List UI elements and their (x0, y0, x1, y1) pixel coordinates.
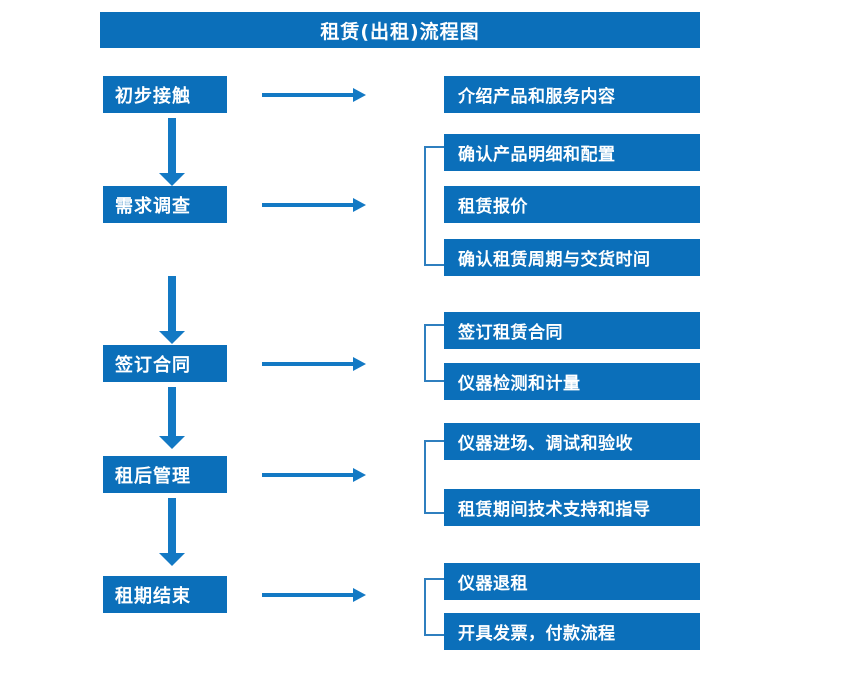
stage-box-1[interactable]: 初步接触 (103, 76, 227, 113)
stage-box-3[interactable]: 签订合同 (103, 345, 227, 382)
arrow-head-icon (159, 173, 185, 186)
arrow-head-icon (159, 331, 185, 344)
detail-box-2-3[interactable]: 确认租赁周期与交货时间 (444, 239, 700, 276)
stage-box-5[interactable]: 租期结束 (103, 576, 227, 613)
detail-box-3-2[interactable]: 仪器检测和计量 (444, 363, 700, 400)
arrow-stem (168, 118, 176, 173)
detail-box-2-2[interactable]: 租赁报价 (444, 186, 700, 223)
arrow-stem (168, 498, 176, 553)
arrow-stem (262, 93, 354, 97)
arrow-head-icon (353, 357, 366, 371)
detail-box-3-1[interactable]: 签订租赁合同 (444, 312, 700, 349)
arrow-head-icon (353, 198, 366, 212)
flow-arrow-right-5 (262, 588, 366, 602)
arrow-head-icon (353, 88, 366, 102)
detail-box-4-1[interactable]: 仪器进场、调试和验收 (444, 423, 700, 460)
group-bracket-2 (424, 146, 444, 266)
arrow-head-icon (159, 436, 185, 449)
flow-arrow-down-4 (159, 498, 185, 566)
flow-arrow-right-1 (262, 88, 366, 102)
flow-arrow-down-1 (159, 118, 185, 186)
arrow-stem (262, 473, 354, 477)
detail-box-2-1[interactable]: 确认产品明细和配置 (444, 134, 700, 171)
arrow-head-icon (159, 553, 185, 566)
arrow-stem (262, 203, 354, 207)
arrow-stem (262, 593, 354, 597)
arrow-stem (168, 387, 176, 436)
stage-box-4[interactable]: 租后管理 (103, 456, 227, 493)
group-bracket-3 (424, 324, 444, 382)
arrow-head-icon (353, 588, 366, 602)
arrow-head-icon (353, 468, 366, 482)
detail-box-4-2[interactable]: 租赁期间技术支持和指导 (444, 489, 700, 526)
flow-arrow-right-4 (262, 468, 366, 482)
arrow-stem (168, 276, 176, 331)
flow-arrow-down-2 (159, 276, 185, 344)
stage-box-2[interactable]: 需求调查 (103, 186, 227, 223)
flow-arrow-right-3 (262, 357, 366, 371)
flow-arrow-right-2 (262, 198, 366, 212)
flow-arrow-down-3 (159, 387, 185, 449)
detail-box-5-1[interactable]: 仪器退租 (444, 563, 700, 600)
group-bracket-4 (424, 440, 444, 514)
group-bracket-5 (424, 578, 444, 636)
diagram-title: 租赁(出租)流程图 (100, 12, 700, 48)
detail-box-5-2[interactable]: 开具发票，付款流程 (444, 613, 700, 650)
detail-box-1-1[interactable]: 介绍产品和服务内容 (444, 76, 700, 113)
arrow-stem (262, 362, 354, 366)
